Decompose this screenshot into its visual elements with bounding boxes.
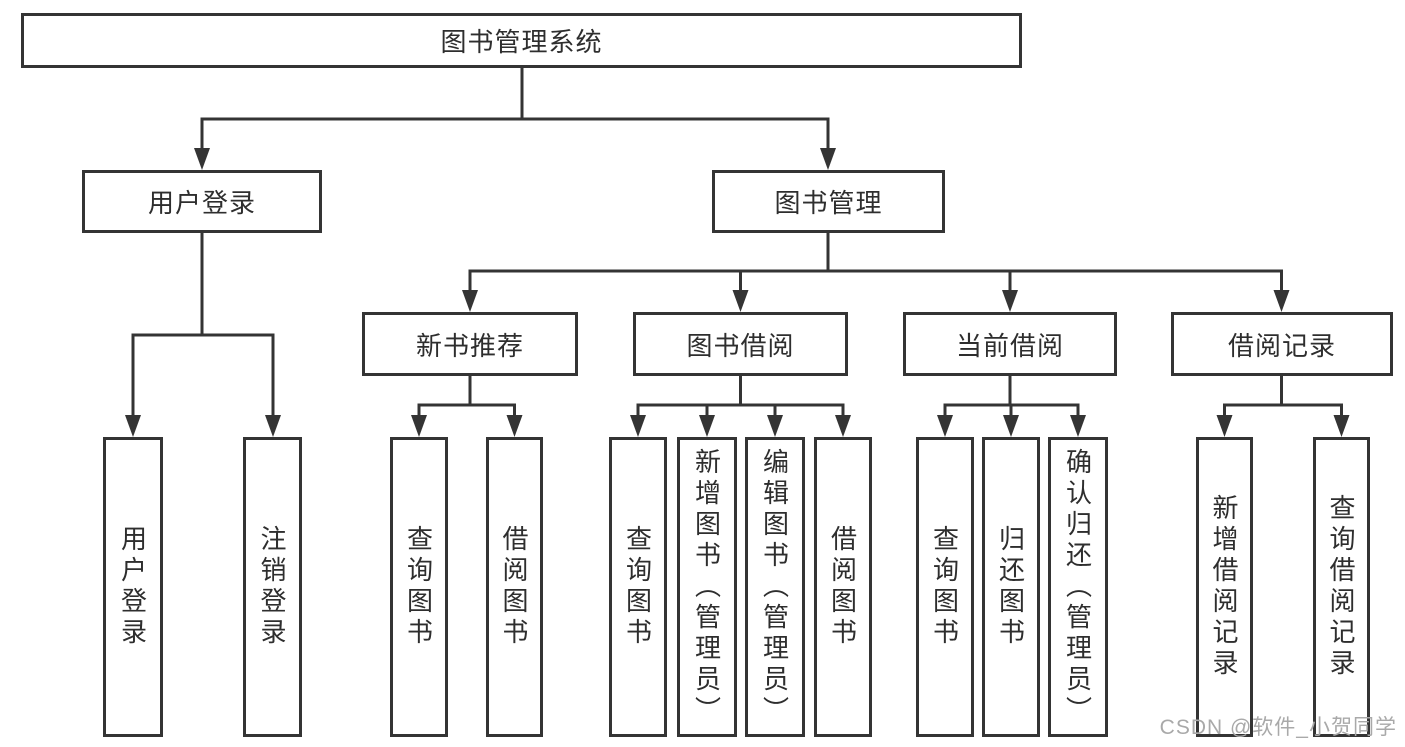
node-user-login-label: 用户登录 — [147, 188, 256, 218]
node-borrowing-records-label: 借阅记录 — [1227, 330, 1336, 361]
node-current-borrowing: 当前借阅 — [903, 312, 1117, 376]
leaf-recommend-borrow-books: 借阅图书 — [486, 437, 543, 737]
node-book-management-label: 图书管理 — [774, 188, 883, 218]
node-borrowing-records: 借阅记录 — [1171, 312, 1393, 376]
node-root: 图书管理系统 — [21, 13, 1022, 68]
connector-user-login-children — [131, 233, 275, 418]
leaf-logout-label: 注销登录 — [257, 525, 287, 649]
leaf-borrowing-edit-books: 编辑图书（管理员） — [745, 437, 805, 737]
arrow-icon — [767, 415, 783, 437]
connector-current-borrowing-children — [943, 376, 1080, 418]
leaf-borrowing-borrow-books: 借阅图书 — [814, 437, 872, 737]
arrow-icon — [125, 415, 141, 437]
leaf-borrowing-query-books: 查询图书 — [609, 437, 667, 737]
leaf-current-query-books: 查询图书 — [916, 437, 974, 737]
leaf-recommend-borrow-books-label: 借阅图书 — [499, 525, 529, 649]
connector-root-to-level2 — [200, 68, 830, 150]
node-current-borrowing-label: 当前借阅 — [955, 330, 1064, 361]
node-root-label: 图书管理系统 — [440, 27, 603, 57]
leaf-records-add-record-label: 新增借阅记录 — [1209, 494, 1239, 680]
node-book-borrowing: 图书借阅 — [633, 312, 848, 376]
arrow-icon — [194, 148, 210, 170]
node-book-management: 图书管理 — [712, 170, 945, 233]
arrow-icon — [1216, 415, 1233, 437]
leaf-user-login: 用户登录 — [103, 437, 163, 737]
leaf-recommend-query-books: 查询图书 — [390, 437, 448, 737]
leaf-borrowing-query-books-label: 查询图书 — [622, 525, 653, 649]
leaf-borrowing-add-books-label: 新增图书（管理员） — [691, 447, 722, 727]
connector-new-book-recommend-children — [417, 376, 516, 418]
arrow-icon — [937, 415, 953, 437]
leaf-current-confirm-return-label: 确认归还（管理员） — [1062, 447, 1093, 727]
connector-book-borrowing-children — [636, 376, 845, 418]
arrow-icon — [411, 415, 427, 437]
leaf-current-return-books: 归还图书 — [982, 437, 1040, 737]
leaf-current-return-books-label: 归还图书 — [995, 525, 1026, 649]
leaf-recommend-query-books-label: 查询图书 — [403, 525, 434, 649]
csdn-watermark: CSDN @软件_小贺同学 — [1159, 716, 1397, 739]
leaf-current-confirm-return: 确认归还（管理员） — [1048, 437, 1108, 737]
arrow-icon — [630, 415, 646, 437]
leaf-borrowing-edit-books-label: 编辑图书（管理员） — [759, 447, 790, 727]
arrow-icon — [699, 415, 715, 437]
leaf-borrowing-borrow-books-label: 借阅图书 — [827, 525, 858, 649]
arrow-icon — [732, 290, 749, 312]
leaf-records-query-record: 查询借阅记录 — [1313, 437, 1370, 737]
connector-borrowing-records-children — [1223, 376, 1343, 418]
node-new-book-recommend-label: 新书推荐 — [415, 330, 524, 361]
arrowhead-icons — [125, 148, 1350, 437]
node-new-book-recommend: 新书推荐 — [362, 312, 578, 376]
arrow-icon — [1002, 290, 1018, 312]
arrow-icon — [462, 290, 478, 312]
arrow-icon — [820, 148, 836, 170]
arrow-icon — [1273, 290, 1290, 312]
arrow-icon — [265, 415, 281, 437]
leaf-borrowing-add-books: 新增图书（管理员） — [677, 437, 737, 737]
arrow-icon — [1070, 415, 1086, 437]
leaf-user-login-label: 用户登录 — [117, 525, 148, 649]
node-user-login: 用户登录 — [82, 170, 322, 233]
arrow-icon — [1333, 415, 1350, 437]
connector-book-management-children — [468, 233, 1283, 292]
leaf-logout: 注销登录 — [243, 437, 302, 737]
arrow-icon — [1003, 415, 1019, 437]
leaf-current-query-books-label: 查询图书 — [929, 525, 960, 649]
node-book-borrowing-label: 图书借阅 — [686, 330, 795, 361]
arrow-icon — [835, 415, 851, 437]
arrow-icon — [506, 415, 523, 437]
leaf-records-add-record: 新增借阅记录 — [1196, 437, 1253, 737]
leaf-records-query-record-label: 查询借阅记录 — [1326, 494, 1356, 680]
